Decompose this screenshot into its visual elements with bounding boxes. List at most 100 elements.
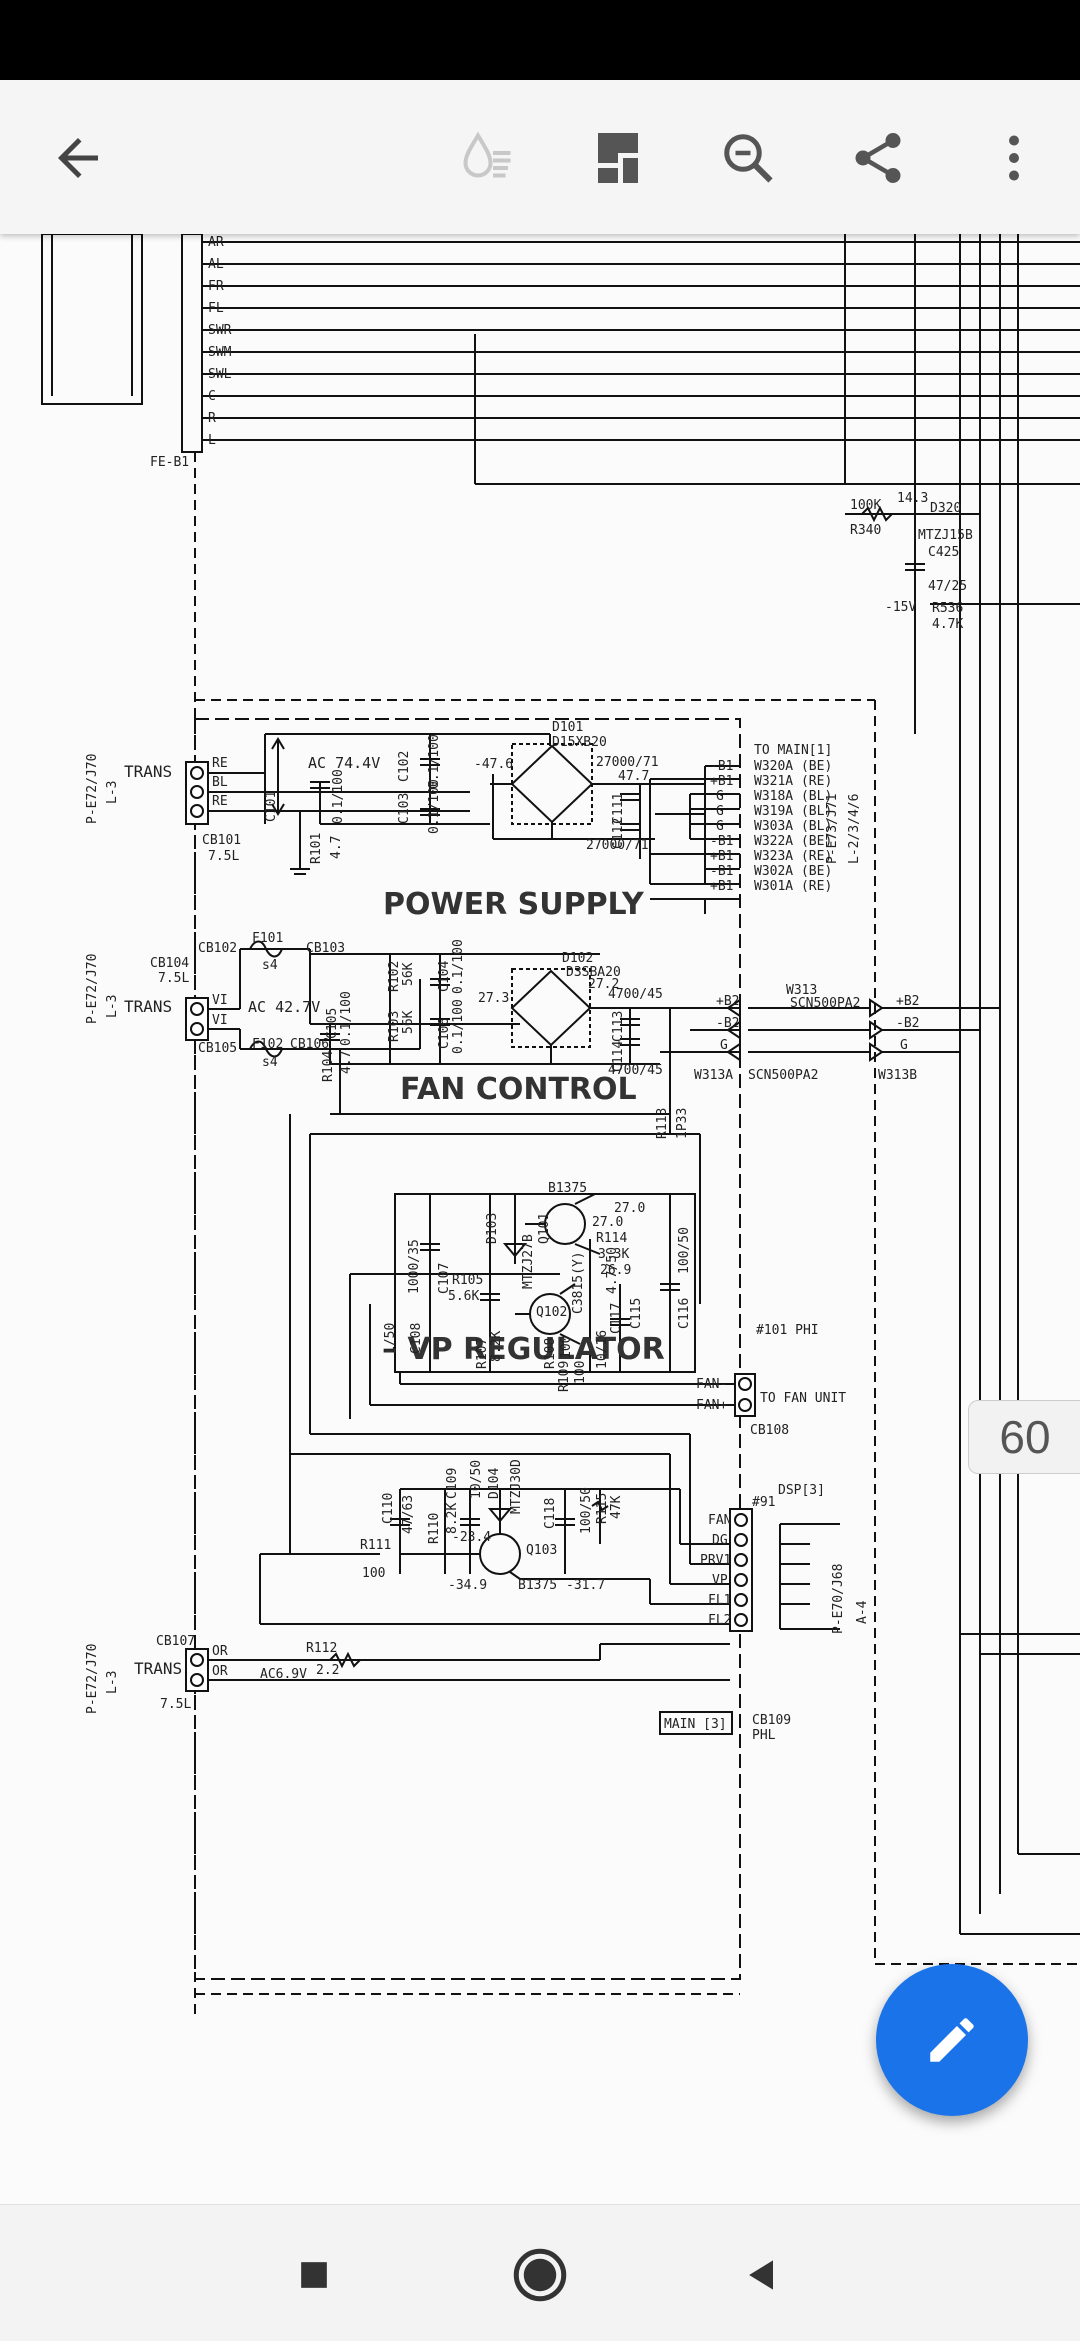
connector-ref: CB102: [198, 941, 237, 956]
trans-label: TRANS: [134, 1659, 182, 1678]
cap-value: 4700/45: [608, 1063, 663, 1078]
cap-value: 4.7/50: [605, 1247, 620, 1294]
fan-pin: FAN+: [696, 1398, 727, 1413]
cap-ref: C113: [611, 1011, 626, 1042]
cap-value: 1000/35: [407, 1239, 422, 1294]
share-icon: [855, 133, 901, 183]
cap-value: 0.1/100: [451, 939, 466, 994]
resistor-value: 1P33: [675, 1108, 690, 1139]
transistor-ref: Q103: [526, 1543, 557, 1558]
dsp-pin: FL2: [708, 1613, 731, 1628]
resistor-ref: R114: [596, 1231, 627, 1246]
status-bar: [0, 0, 1080, 80]
resistor-ref: R112: [306, 1641, 337, 1656]
conn-wire: W302A (BE): [754, 864, 832, 879]
cap-ref: C117: [609, 1303, 624, 1334]
cap-value: 47/25: [928, 579, 967, 594]
l3-label: L-3: [105, 1671, 120, 1694]
cap-value: 4700/45: [608, 987, 663, 1002]
page-number-indicator[interactable]: 60: [968, 1400, 1080, 1474]
conn-wire: W320A (BE): [754, 759, 832, 774]
pin-label: SWL: [208, 367, 232, 382]
cap-ref: C118: [543, 1498, 558, 1529]
dsp-pin: PRV1: [700, 1553, 731, 1568]
share-button[interactable]: [838, 118, 918, 198]
section-title: – VP REGULATOR: [382, 1332, 665, 1367]
cap-value: 10/50: [469, 1460, 484, 1499]
resistor-value: 100: [559, 1336, 574, 1359]
cap-ref: C110: [381, 1493, 396, 1524]
cap-ref: C107: [437, 1263, 452, 1294]
b2-sig: -B2: [716, 1016, 739, 1031]
cap-ref: C106: [437, 1018, 452, 1049]
fan-pin: FAN-: [696, 1377, 727, 1392]
dsp-pin: VP: [712, 1573, 728, 1588]
resistor-ref: R108: [543, 1338, 558, 1369]
search-button[interactable]: [708, 118, 788, 198]
conn-wire: W322A (BE): [754, 834, 832, 849]
home-button[interactable]: [500, 2235, 580, 2315]
back-button[interactable]: [38, 118, 118, 198]
dsp-pin: FAN: [708, 1513, 731, 1528]
resistor-ref: R103: [387, 1011, 402, 1042]
resistor-value: 4.7K: [932, 617, 963, 632]
edit-fab-button[interactable]: [876, 1964, 1028, 2116]
connector-value: 7.5L: [208, 849, 239, 864]
recents-button[interactable]: [274, 2235, 354, 2315]
triangle-back-icon: [749, 2260, 773, 2290]
resistor-ref: R111: [360, 1538, 391, 1553]
back-nav-button[interactable]: [722, 2235, 802, 2315]
more-vert-icon: [1009, 135, 1019, 181]
cap-ref: C425: [928, 545, 959, 560]
trans-label: TRANS: [124, 997, 172, 1016]
conn-sig: G: [716, 819, 724, 834]
diode-part: MTZJ27B: [521, 1234, 536, 1289]
pin-label: FR: [208, 279, 224, 294]
diode-part: MTZJ30D: [509, 1459, 524, 1514]
dsp-pin: DG: [712, 1533, 728, 1548]
left-ref: P-E72/J70: [85, 954, 100, 1024]
voltage-label: -34.9: [448, 1578, 487, 1593]
connector-ref: FE-B1: [150, 455, 189, 470]
resistor-ref: R101: [309, 833, 324, 864]
scn-label: SCN500PA2: [790, 996, 860, 1011]
conn-sig: G: [716, 804, 724, 819]
resistor-value: 5.6K: [448, 1289, 479, 1304]
connector-value: 7.5L: [160, 1697, 191, 1712]
cap-ref: C108: [409, 1323, 424, 1354]
transistor-ref: Q101: [537, 1213, 552, 1244]
diode-part: MTZJ15B: [918, 528, 973, 543]
layout-button[interactable]: [578, 118, 658, 198]
conn-sig: +B1: [710, 774, 733, 789]
bridge-ref: D101: [552, 720, 583, 735]
left-ref: P-E72/J70: [85, 754, 100, 824]
conn-sig: +B1: [710, 879, 733, 894]
dsp-ref: DSP[3]: [778, 1483, 825, 1498]
reading-mode-button[interactable]: [448, 118, 528, 198]
search-zoom-icon: [724, 134, 773, 183]
pin-label: R: [208, 411, 216, 426]
dsp-pin: FL1: [708, 1593, 731, 1608]
connector-ref: CB108: [750, 1423, 789, 1438]
b2-sig: G: [900, 1038, 908, 1053]
wire-ref: W313: [786, 983, 817, 998]
ac-voltage: AC 42.7V: [248, 998, 320, 1016]
resistor-ref: R113: [655, 1108, 670, 1139]
cap-value: 27000/71: [586, 838, 649, 853]
bridge-part: D15XB20: [552, 735, 607, 750]
more-options-button[interactable]: [974, 118, 1054, 198]
resistor-value: 100: [362, 1566, 385, 1581]
cap-ref: C112: [611, 818, 626, 849]
voltage-label: 47.7: [618, 769, 649, 784]
main3-label: MAIN [3]: [664, 1717, 727, 1732]
cap-value: 10/16: [595, 1330, 610, 1369]
document-view[interactable]: AR AL FR FL SWR SWM SWL C R L FE-B1 100K…: [0, 234, 1080, 2204]
voltage-label: 14.3: [897, 491, 928, 506]
resistor-value: 56K: [401, 1010, 416, 1034]
resistor-value: 4.7: [329, 836, 344, 859]
connector-ref: CB101: [202, 833, 241, 848]
main-ref: P-E73/J71: [825, 794, 840, 864]
connector-ref: CB106: [290, 1037, 329, 1052]
circle-icon: [513, 2248, 567, 2302]
l3-label: L-3: [105, 995, 120, 1018]
